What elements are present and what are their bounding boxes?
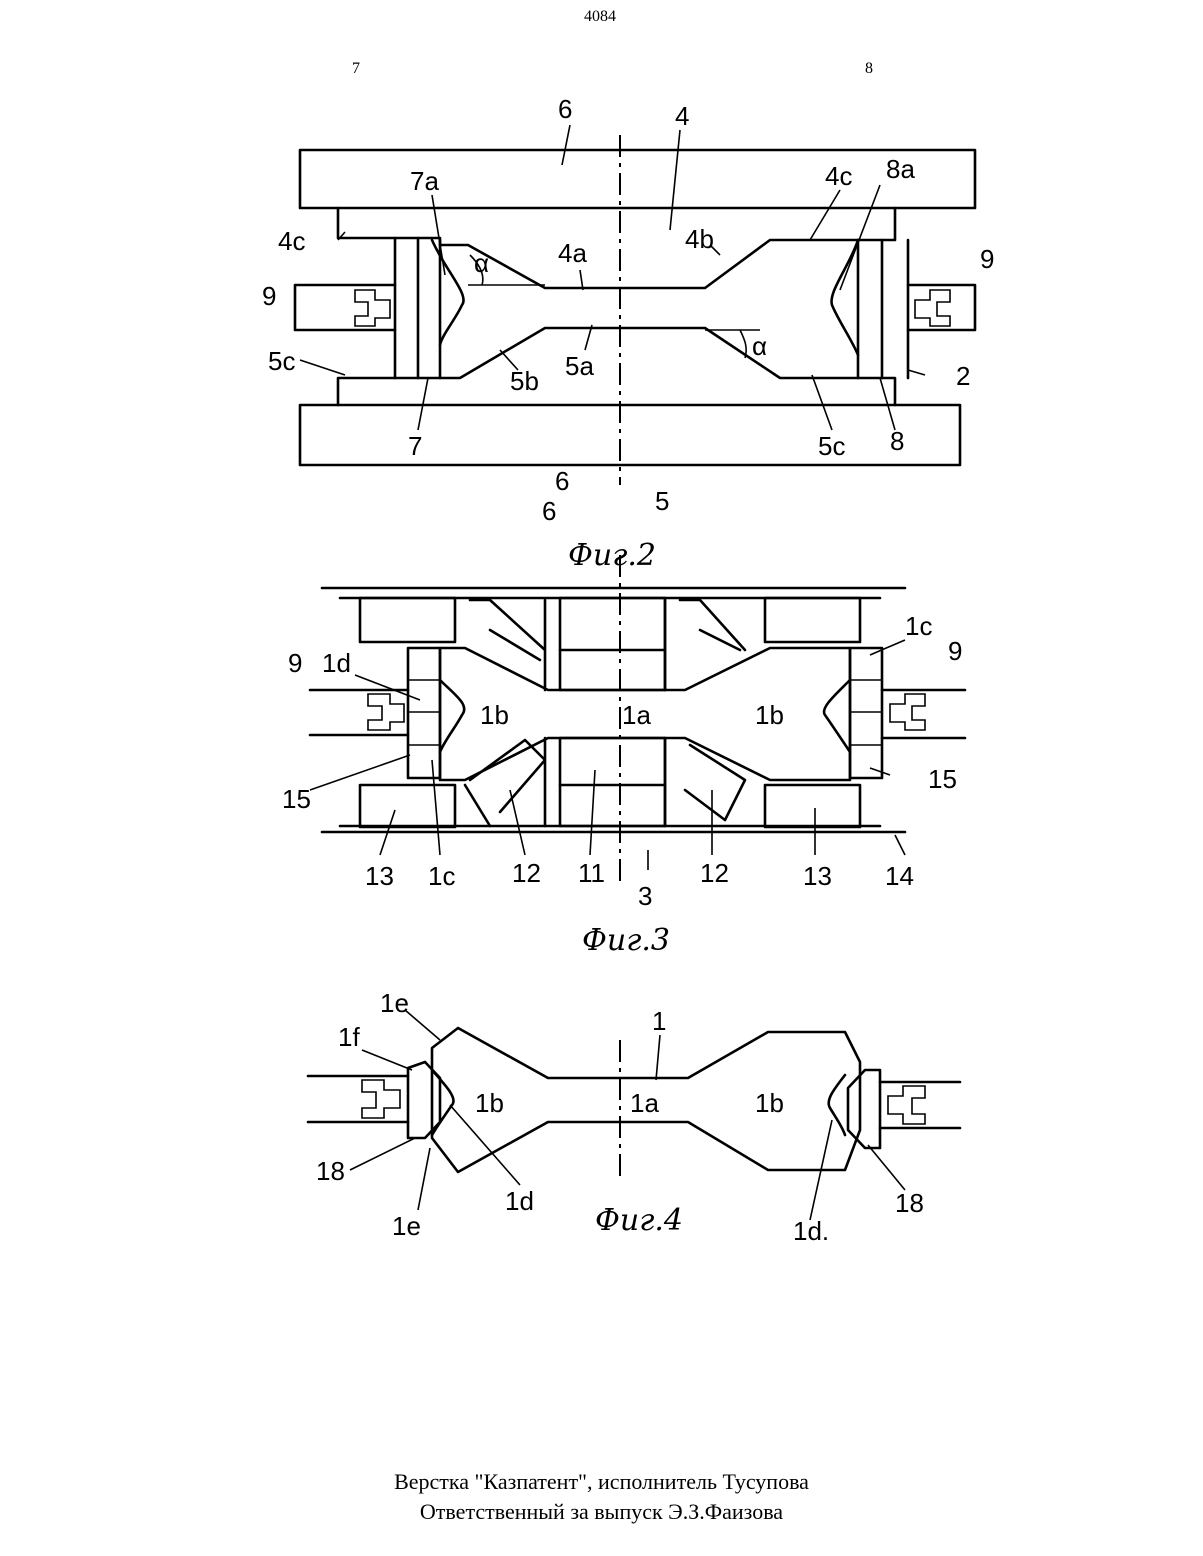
left-die-profile	[432, 240, 464, 345]
footer-responsible: Ответственный за выпуск Э.З.Фаизова	[0, 1497, 1203, 1527]
fig4-label: 1f	[338, 1022, 360, 1052]
right-end-recess	[824, 680, 850, 752]
fig4-label: 1e	[380, 988, 409, 1018]
upper-center-block	[560, 598, 665, 690]
lower-center-block	[560, 738, 665, 826]
upper-block-left	[360, 598, 455, 642]
fig4-label: 1b	[755, 1088, 784, 1118]
left-t-slot-fig4	[362, 1080, 400, 1118]
lower-block-left	[360, 785, 455, 827]
left-pusher-18	[408, 1062, 440, 1138]
fig4-label: 18	[316, 1156, 345, 1186]
fig2-label: 4	[675, 101, 689, 131]
fig3-label: 12	[700, 858, 729, 888]
upper-die	[338, 208, 895, 288]
upper-block-right	[765, 598, 860, 642]
left-holder-fig3	[310, 690, 408, 735]
fig2-label: 6	[542, 496, 556, 526]
fig4-label: 1d.	[793, 1216, 829, 1246]
left-holder-fig4	[308, 1076, 408, 1122]
fig2-label: 8	[890, 426, 904, 456]
fig3-label: 14	[885, 861, 914, 891]
fig3-caption: Фиг.3	[582, 923, 670, 958]
fig3-label: 1c	[905, 611, 932, 641]
fig2-label: 7a	[410, 166, 439, 196]
fig2-label: 5a	[565, 351, 594, 381]
upper-inclined-dies	[470, 600, 745, 690]
left-t-slot-fig3	[368, 694, 404, 730]
fig3-label: 9	[288, 648, 302, 678]
fig3-label: 9	[948, 636, 962, 666]
fig3-label: 1d	[322, 648, 351, 678]
fig2-label: 6	[558, 94, 572, 124]
fig4-label: 1d	[505, 1186, 534, 1216]
right-t-slot	[915, 290, 950, 326]
fig4-label: 1a	[630, 1088, 659, 1118]
fig2-label: 9	[980, 244, 994, 274]
fig2-label: 8a	[886, 154, 915, 184]
right-holder	[908, 285, 975, 330]
fig2-label: α	[752, 331, 767, 361]
left-pusher-segments	[408, 680, 440, 745]
right-pusher-segments	[850, 680, 882, 745]
left-pusher	[408, 648, 440, 778]
right-die-profile	[832, 240, 858, 355]
fig2-label: 7	[408, 431, 422, 461]
lower-plate	[300, 405, 960, 465]
fig3-label: 13	[803, 861, 832, 891]
fig4-label: 1b	[475, 1088, 504, 1118]
fig4-label: 1	[652, 1006, 666, 1036]
fig2-label: 4b	[685, 224, 714, 254]
left-end-recess	[440, 680, 464, 752]
right-pusher-18	[848, 1070, 880, 1148]
fig2-label: 5	[655, 486, 669, 516]
lower-block-right	[765, 785, 860, 827]
fig4-label: 18	[895, 1188, 924, 1218]
fig3-label: 1b	[480, 700, 509, 730]
fig2-label: 2	[956, 361, 970, 391]
right-holder-fig4	[880, 1082, 960, 1128]
fig2-label: 4a	[558, 238, 587, 268]
fig4-caption: Фиг.4	[595, 1203, 683, 1238]
leaders-fig3	[310, 640, 905, 870]
lower-die	[338, 328, 895, 405]
left-holder	[295, 285, 395, 330]
upper-frame	[322, 588, 905, 598]
fig2-label: 6	[555, 466, 569, 496]
fig3-label: 15	[282, 784, 311, 814]
figure-4: 1e 1 1f 1b 1a 1b 18 1d 1e 1d. 18 Фиг.4	[308, 988, 960, 1246]
fig2-label: 4c	[825, 161, 852, 191]
figure-3: 1d 1c 9 9 1b 1a 1b 15 15 13 1c 12 11 12 …	[282, 555, 965, 958]
footer-typesetting: Верстка "Казпатент", исполнитель Тусупов…	[0, 1467, 1203, 1497]
lower-inclined-dies	[465, 738, 745, 826]
right-t-slot-fig3	[890, 694, 925, 730]
left-die-block	[395, 238, 440, 378]
figure-2: 6 4 7a 4c 8a 4c 4a 4b α 9 9 5c 5b 5a α 2…	[262, 94, 994, 573]
fig3-label: 12	[512, 858, 541, 888]
fig2-label: 5b	[510, 366, 539, 396]
fig4-label: 1e	[392, 1211, 421, 1241]
fig3-label: 1b	[755, 700, 784, 730]
fig3-label: 1a	[622, 700, 651, 730]
fig3-label: 13	[365, 861, 394, 891]
right-pusher	[850, 648, 882, 778]
right-die-block	[858, 240, 908, 378]
fig2-caption: Фиг.2	[568, 538, 656, 573]
fig3-label: 11	[578, 858, 605, 888]
fig2-label: 4c	[278, 226, 305, 256]
fig3-label: 3	[638, 881, 652, 911]
fig2-label: 9	[262, 281, 276, 311]
fig2-label: 5c	[818, 431, 845, 461]
fig3-label: 15	[928, 764, 957, 794]
fig2-label: 5c	[268, 346, 295, 376]
left-t-slot	[355, 290, 390, 326]
right-t-slot-fig4	[888, 1086, 925, 1124]
fig2-label: α	[474, 248, 489, 278]
fig3-label: 1c	[428, 861, 455, 891]
